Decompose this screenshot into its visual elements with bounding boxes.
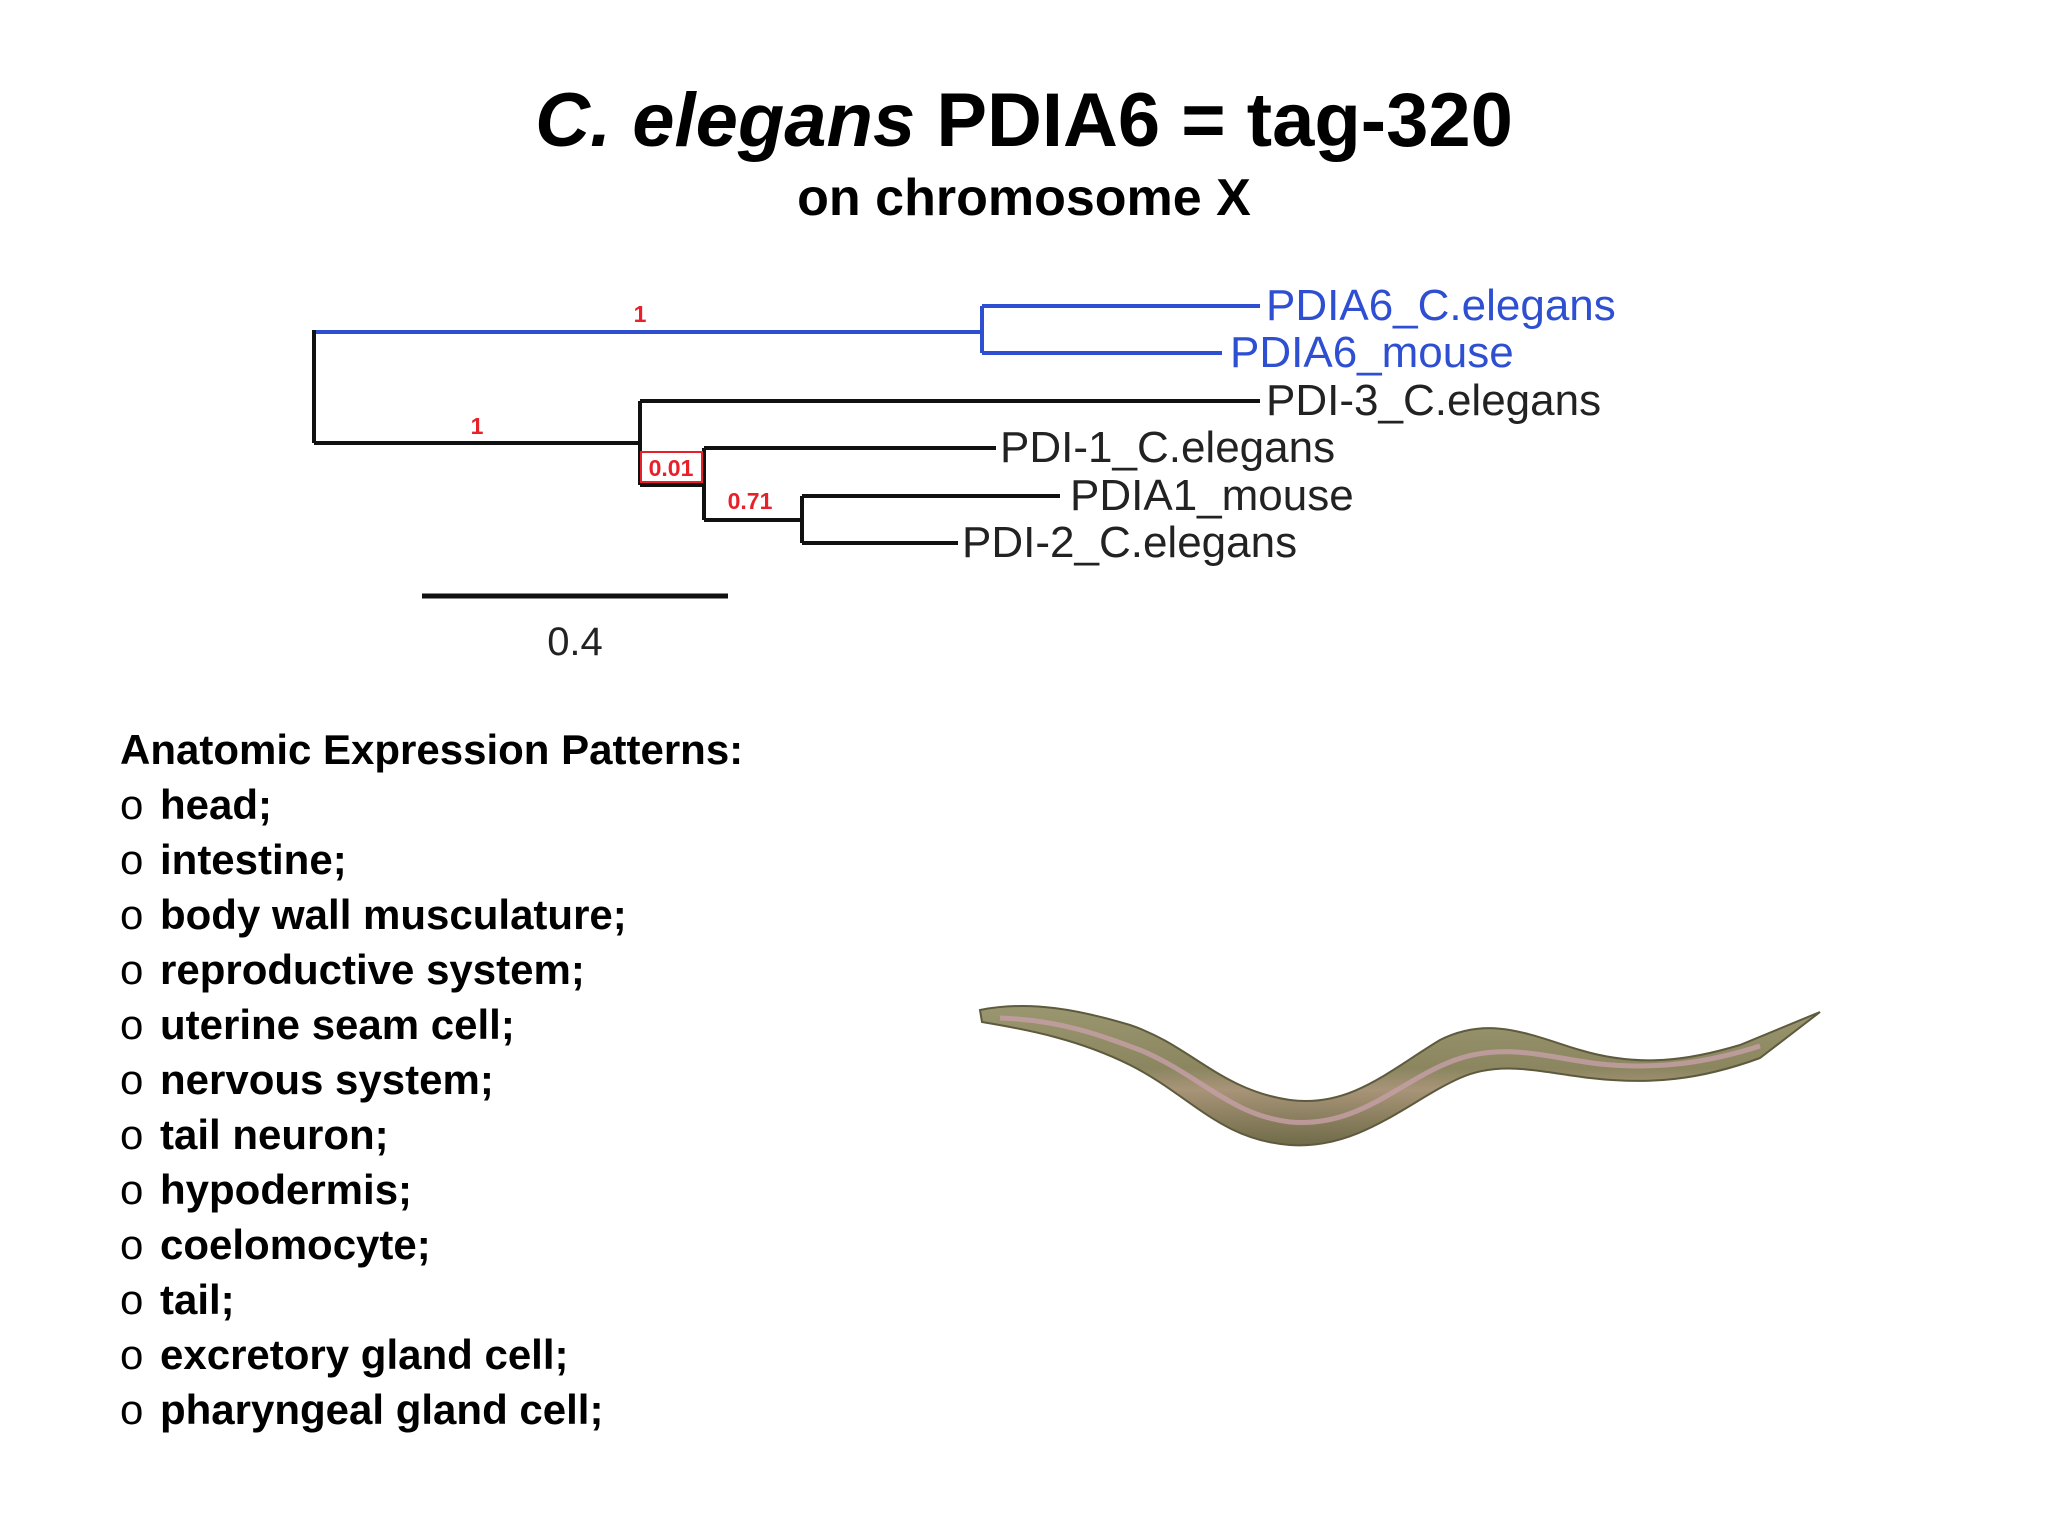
phylogenetic-tree: 1 1 0.01 0.71 PDIA6_C.elegans PDIA6_mous… <box>312 281 1616 664</box>
title-gene: PDIA6 = tag-320 <box>915 78 1513 163</box>
expression-heading: Anatomic Expression Patterns: <box>120 726 744 773</box>
bullet: o <box>120 1001 144 1048</box>
slide-title: C. elegans PDIA6 = tag-320 <box>0 78 2048 164</box>
worm-body <box>978 1005 1821 1147</box>
support-box-0-01 <box>640 451 703 483</box>
list-item: o coelomocyte; <box>120 1220 627 1275</box>
leaf-label: PDIA6_mouse <box>1230 328 1514 377</box>
leaf-label: PDIA1_mouse <box>1070 471 1354 520</box>
list-item-label: tail neuron; <box>160 1111 389 1158</box>
list-item: o intestine; <box>120 835 627 890</box>
bullet: o <box>120 891 144 938</box>
list-item: o uterine seam cell; <box>120 1000 627 1055</box>
bullet: o <box>120 1166 144 1213</box>
list-item: o tail neuron; <box>120 1110 627 1165</box>
list-item-label: hypodermis; <box>160 1166 413 1213</box>
list-item: o excretory gland cell; <box>120 1330 627 1385</box>
clade-pdia6 <box>314 304 1260 355</box>
leaf-label: PDI-2_C.elegans <box>962 518 1297 567</box>
title-species: C. elegans <box>535 78 916 163</box>
list-item-label: reproductive system; <box>160 946 585 993</box>
bullet: o <box>120 946 144 993</box>
list-item: o nervous system; <box>120 1055 627 1110</box>
list-item: o body wall musculature; <box>120 890 627 945</box>
bullet: o <box>120 1386 144 1433</box>
bullet: o <box>120 1056 144 1103</box>
list-item-label: uterine seam cell; <box>160 1001 515 1048</box>
list-item: o hypodermis; <box>120 1165 627 1220</box>
list-item-label: tail; <box>160 1276 235 1323</box>
bullet: o <box>120 1331 144 1378</box>
c-elegans-worm-image <box>978 1005 1821 1147</box>
bullet: o <box>120 836 144 883</box>
support-value: 1 <box>634 301 647 327</box>
clade-pdi <box>312 330 1260 545</box>
bullet: o <box>120 781 144 828</box>
list-item: o pharyngeal gland cell; <box>120 1385 627 1440</box>
list-item: o tail; <box>120 1275 627 1330</box>
list-item: o reproductive system; <box>120 945 627 1000</box>
support-value: 0.71 <box>728 488 773 514</box>
support-value: 0.01 <box>649 455 694 481</box>
worm-gut <box>999 1015 1761 1125</box>
list-item-label: coelomocyte; <box>160 1221 431 1268</box>
bullet: o <box>120 1276 144 1323</box>
list-item-label: excretory gland cell; <box>160 1331 569 1378</box>
leaf-label: PDI-3_C.elegans <box>1266 376 1601 425</box>
list-item-label: body wall musculature; <box>160 891 627 938</box>
list-item: o head; <box>120 780 627 835</box>
list-item-label: head; <box>160 781 273 828</box>
list-item-label: pharyngeal gland cell; <box>160 1386 604 1433</box>
leaf-label: PDIA6_C.elegans <box>1266 281 1616 330</box>
scale-bar-label: 0.4 <box>547 620 603 664</box>
expression-list: o head; o intestine; o body wall musculatur… <box>120 780 627 1440</box>
support-value: 1 <box>471 413 484 439</box>
bullet: o <box>120 1111 144 1158</box>
list-item-label: intestine; <box>160 836 347 883</box>
list-item-label: nervous system; <box>160 1056 494 1103</box>
leaf-label: PDI-1_C.elegans <box>1000 423 1335 472</box>
bullet: o <box>120 1221 144 1268</box>
slide-subtitle: on chromosome X <box>797 169 1251 227</box>
